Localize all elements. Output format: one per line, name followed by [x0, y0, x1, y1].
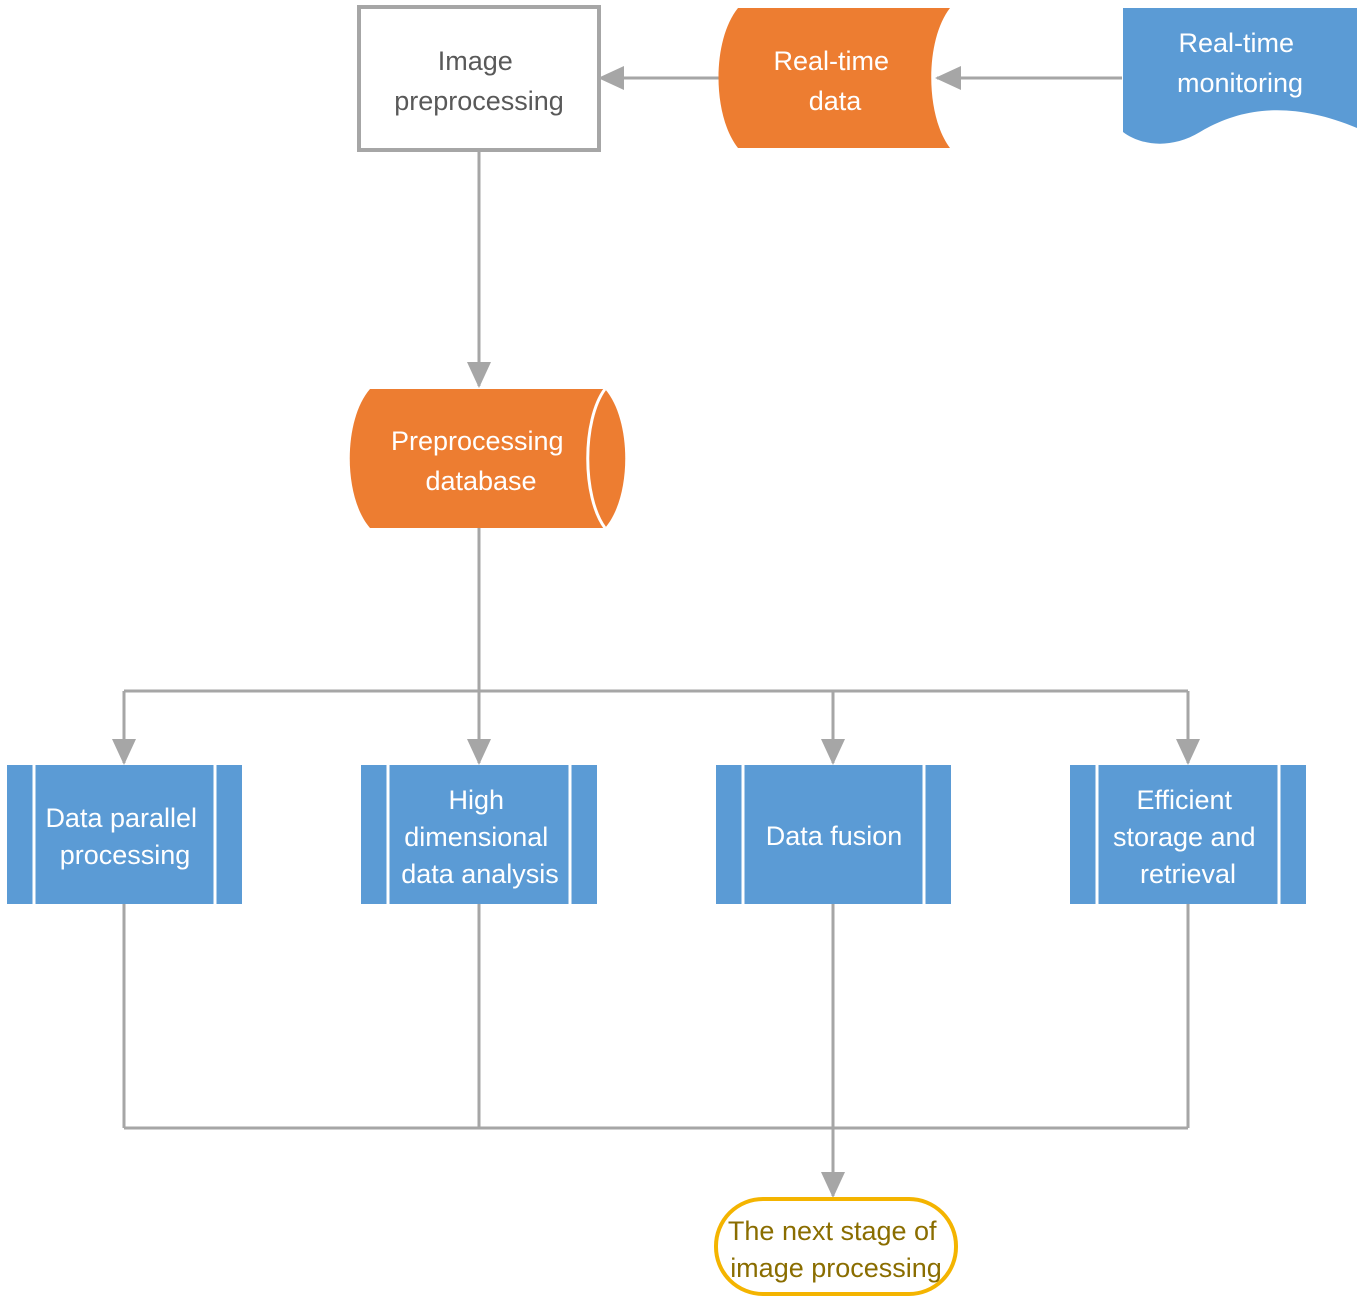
realtime-monitoring-line-1: Real-time [1178, 28, 1294, 58]
svg-text:Data parallel processing: Data parallel processing [45, 803, 204, 870]
svg-text:Image preprocessing: Image preprocessing [394, 46, 564, 116]
image-preprocessing-line-2: preprocessing [394, 86, 564, 116]
node-efficient-storage-and-retrieval: Efficient storage and retrieval [1070, 765, 1306, 904]
svg-text:Real-time data: Real-time data [773, 46, 896, 116]
node-preprocessing-database: Preprocessing database [349, 388, 626, 529]
node-image-preprocessing: Image preprocessing [357, 5, 601, 152]
connectors [112, 66, 1200, 1198]
high-dimensional-line-2: dimensional [404, 822, 548, 852]
data-parallel-line-1: Data parallel [45, 803, 197, 833]
svg-text:Preprocessing database: Preprocessing database [391, 426, 571, 496]
svg-text:The next stage of image: The next stage of image processing [728, 1216, 944, 1283]
svg-text:Data fusion: Data fusion [766, 821, 903, 851]
svg-text:Real-time monitoring: Real-time monitoring [1177, 28, 1303, 98]
efficient-storage-line-3: retrieval [1140, 859, 1236, 889]
image-preprocessing-line-1: Image [438, 46, 513, 76]
high-dimensional-line-1: High [448, 785, 504, 815]
preprocessing-database-line-2: database [425, 466, 536, 496]
realtime-data-line-2: data [809, 86, 863, 116]
node-realtime-data: Real-time data [718, 8, 950, 148]
node-data-fusion: Data fusion [716, 765, 951, 904]
data-parallel-line-2: processing [60, 840, 191, 870]
high-dimensional-line-3: data analysis [401, 859, 559, 889]
data-fusion-line-1: Data fusion [766, 821, 903, 851]
next-stage-line-1: The next stage of [728, 1216, 937, 1246]
realtime-data-line-1: Real-time [773, 46, 889, 76]
efficient-storage-line-2: storage and [1113, 822, 1256, 852]
svg-text:High dimensional d: High dimensional data analysis [401, 785, 559, 889]
svg-text:Efficient storage and: Efficient storage and retrieval [1113, 785, 1263, 889]
preprocessing-database-line-1: Preprocessing [391, 426, 564, 456]
node-high-dimensional-data-analysis: High dimensional data analysis [361, 765, 597, 904]
node-realtime-monitoring: Real-time monitoring [1123, 8, 1357, 144]
node-data-parallel-processing: Data parallel processing [7, 765, 242, 904]
realtime-monitoring-line-2: monitoring [1177, 68, 1303, 98]
next-stage-line-2: image processing [730, 1253, 942, 1283]
node-next-stage: The next stage of image processing [714, 1197, 958, 1296]
efficient-storage-line-1: Efficient [1136, 785, 1232, 815]
